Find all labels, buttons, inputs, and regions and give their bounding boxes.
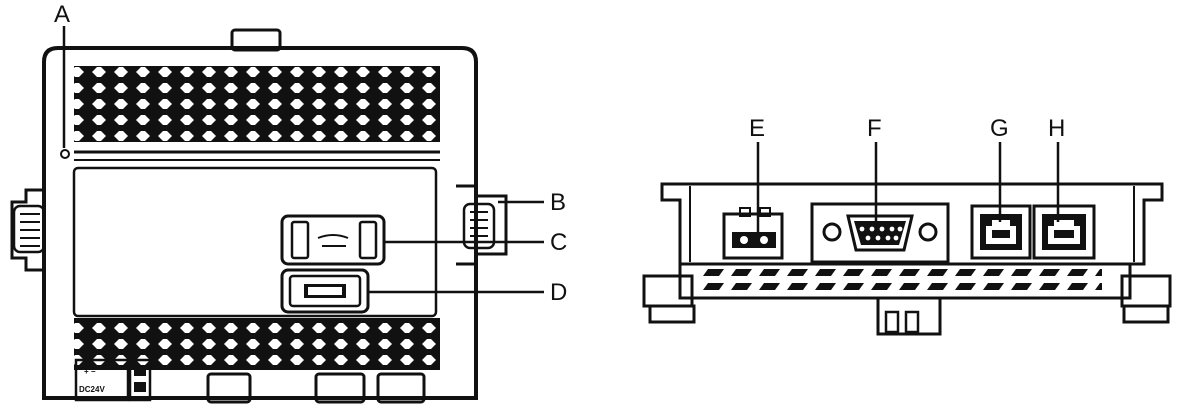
front-chassis (660, 182, 1164, 266)
device-housing (42, 46, 478, 400)
callout-a: A (54, 1, 70, 28)
right-mounting-clip (456, 184, 508, 266)
bottom-tab-3 (376, 372, 426, 404)
bottom-tab-1 (206, 372, 252, 404)
callout-h: H (1048, 115, 1065, 142)
callout-c: C (550, 229, 567, 256)
status-led (60, 149, 70, 159)
serial-port (810, 202, 950, 264)
right-device-view (642, 182, 1172, 336)
front-vent-strip (698, 266, 1102, 296)
power-polarity-label: + − (84, 367, 96, 376)
upper-vent-grille (74, 66, 440, 142)
left-foot (642, 274, 696, 324)
left-callout-lines (62, 26, 544, 294)
usb-port-upper (280, 214, 386, 266)
bottom-center-tab (876, 296, 942, 336)
usb-port-lower (280, 268, 370, 314)
ethernet-port-2 (1032, 204, 1096, 260)
lower-vent-grille (74, 318, 440, 370)
bottom-tab-2 (314, 372, 366, 404)
power-terminal: + − DC24V (74, 358, 152, 402)
right-callout-lines (756, 142, 1060, 232)
center-panel (72, 166, 438, 318)
left-device-view: + − DC24V (10, 28, 508, 404)
right-foot (1120, 274, 1172, 324)
callout-f: F (867, 115, 882, 142)
callout-d: D (550, 279, 567, 306)
power-voltage-label: DC24V (79, 385, 105, 394)
callout-e: E (749, 115, 765, 142)
callout-b: B (550, 189, 566, 216)
callout-g: G (990, 115, 1009, 142)
left-mounting-clip (10, 188, 46, 272)
power-connector (722, 207, 784, 260)
